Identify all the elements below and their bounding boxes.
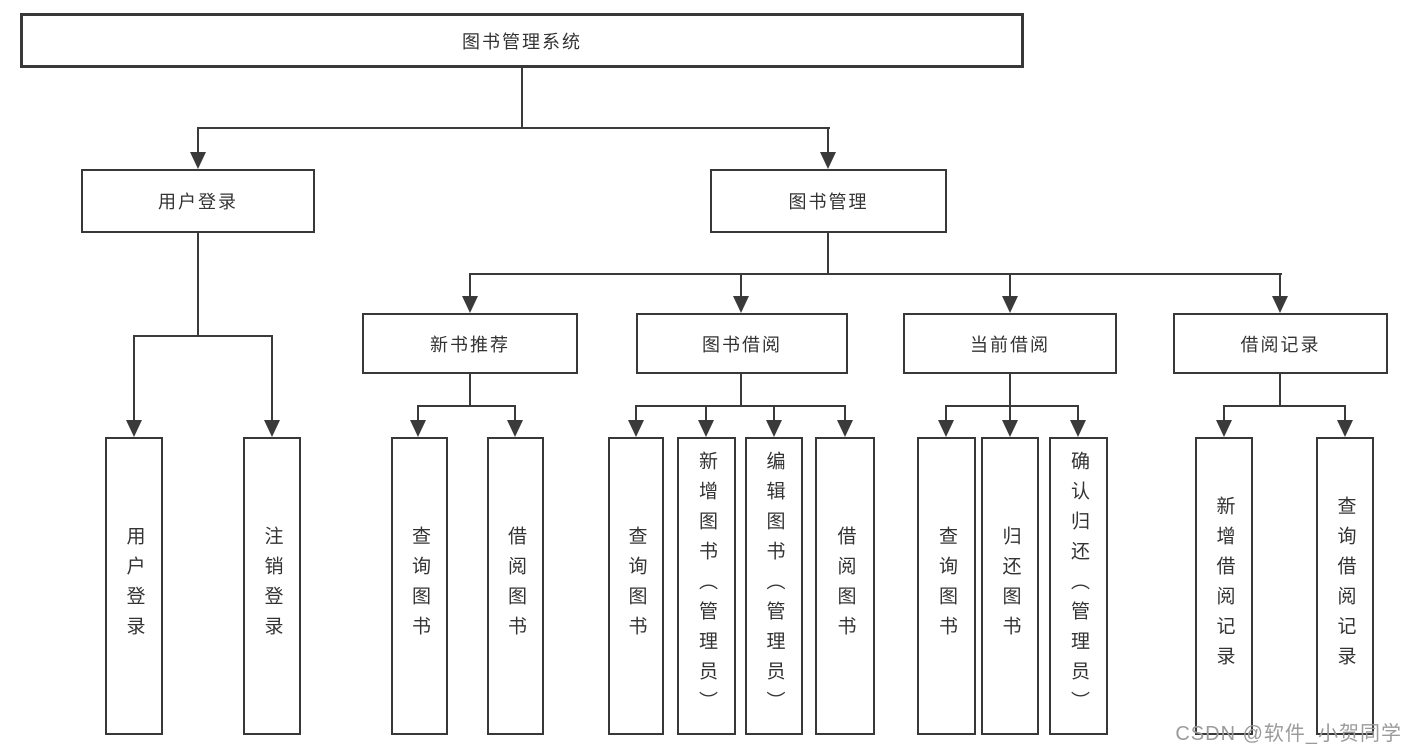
node-label: 新增借阅记录 xyxy=(1213,496,1235,676)
arrow-down-icon xyxy=(766,420,782,437)
connector xyxy=(844,405,846,422)
node-label: 借阅图书 xyxy=(834,526,856,646)
connector xyxy=(1009,273,1011,296)
connector xyxy=(1344,405,1346,422)
connector xyxy=(133,335,273,337)
leaf-query-borrow-record: 查询借阅记录 xyxy=(1316,437,1374,735)
node-label: 查询图书 xyxy=(409,526,430,646)
node-label: 查询借阅记录 xyxy=(1334,496,1356,676)
arrow-down-icon xyxy=(698,420,714,437)
connector xyxy=(1279,374,1281,407)
node-label: 新书推荐 xyxy=(430,334,510,355)
leaf-add-borrow-record: 新增借阅记录 xyxy=(1195,437,1253,735)
connector xyxy=(740,374,742,407)
arrow-down-icon xyxy=(190,152,206,169)
node-current-borrow: 当前借阅 xyxy=(903,313,1117,374)
leaf-return-books: 归还图书 xyxy=(981,437,1039,735)
arrow-down-icon xyxy=(462,296,478,313)
arrow-down-icon xyxy=(1002,296,1018,313)
leaf-borrow-books-recommend: 借阅图书 xyxy=(487,437,544,735)
arrow-down-icon xyxy=(264,420,280,437)
connector xyxy=(271,335,273,422)
connector xyxy=(945,405,1079,407)
connector xyxy=(705,405,707,422)
connector xyxy=(514,405,516,422)
leaf-query-books-current: 查询图书 xyxy=(917,437,976,735)
node-label: 新增图书（管理员） xyxy=(696,451,717,721)
leaf-edit-books-admin: 编辑图书（管理员） xyxy=(745,437,803,735)
node-borrow-records: 借阅记录 xyxy=(1173,313,1388,374)
node-label: 图书借阅 xyxy=(702,334,782,355)
node-label: 编辑图书（管理员） xyxy=(763,451,785,721)
arrow-down-icon xyxy=(628,420,644,437)
connector xyxy=(1223,405,1346,407)
connector xyxy=(469,273,471,296)
connector xyxy=(417,405,419,422)
connector xyxy=(635,405,637,422)
arrow-down-icon xyxy=(126,420,142,437)
leaf-query-books-borrow: 查询图书 xyxy=(608,437,664,735)
node-label: 归还图书 xyxy=(999,526,1021,646)
arrow-down-icon xyxy=(938,420,954,437)
arrow-down-icon xyxy=(733,296,749,313)
arrow-down-icon xyxy=(507,420,523,437)
leaf-add-books-admin: 新增图书（管理员） xyxy=(677,437,736,735)
leaf-logout: 注销登录 xyxy=(243,437,301,735)
node-label: 查询图书 xyxy=(625,526,647,646)
node-label: 确认归还（管理员） xyxy=(1068,451,1089,721)
arrow-down-icon xyxy=(1272,296,1288,313)
leaf-borrow-books: 借阅图书 xyxy=(815,437,875,735)
node-user-login: 用户登录 xyxy=(81,169,315,233)
connector xyxy=(469,273,1282,275)
arrow-down-icon xyxy=(837,420,853,437)
connector xyxy=(133,335,135,422)
leaf-user-login: 用户登录 xyxy=(105,437,163,735)
node-root: 图书管理系统 xyxy=(20,13,1024,68)
connector xyxy=(945,405,947,422)
arrow-down-icon xyxy=(410,420,426,437)
connector xyxy=(417,405,516,407)
connector xyxy=(827,233,829,275)
node-label: 借阅记录 xyxy=(1240,334,1321,355)
node-book-borrow: 图书借阅 xyxy=(636,313,848,374)
node-label: 借阅图书 xyxy=(505,526,526,646)
connector xyxy=(1223,405,1225,422)
arrow-down-icon xyxy=(1002,420,1018,437)
arrow-down-icon xyxy=(1070,420,1086,437)
connector xyxy=(1009,374,1011,407)
connector xyxy=(740,273,742,296)
node-new-book-recommend: 新书推荐 xyxy=(362,313,578,374)
connector xyxy=(521,68,523,129)
node-label: 图书管理 xyxy=(788,192,869,212)
arrow-down-icon xyxy=(1337,420,1353,437)
node-label: 注销登录 xyxy=(261,526,283,646)
connector xyxy=(197,233,199,337)
node-book-management: 图书管理 xyxy=(710,169,947,233)
connector xyxy=(827,127,829,154)
leaf-query-books-recommend: 查询图书 xyxy=(391,437,448,735)
connector xyxy=(635,405,846,407)
connector xyxy=(197,127,199,154)
node-label: 用户登录 xyxy=(123,526,145,646)
connector xyxy=(1279,273,1281,296)
connector xyxy=(1009,405,1011,422)
connector xyxy=(1077,405,1079,422)
node-label: 当前借阅 xyxy=(970,334,1050,355)
arrow-down-icon xyxy=(820,152,836,169)
node-label: 查询图书 xyxy=(936,526,957,646)
connector xyxy=(197,127,830,129)
node-label: 用户登录 xyxy=(158,192,238,212)
node-label: 图书管理系统 xyxy=(462,31,582,52)
connector xyxy=(773,405,775,422)
leaf-confirm-return-admin: 确认归还（管理员） xyxy=(1049,437,1108,735)
connector xyxy=(469,374,471,407)
arrow-down-icon xyxy=(1216,420,1232,437)
watermark: CSDN @软件_小贺同学 xyxy=(1175,723,1402,745)
